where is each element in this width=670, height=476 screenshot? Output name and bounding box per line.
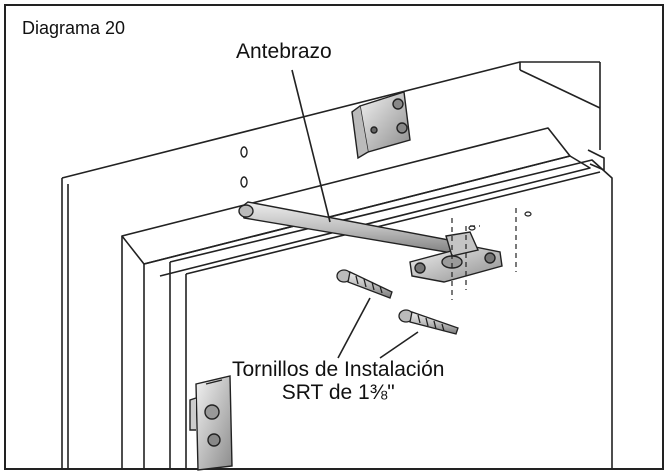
forearm-shoe [409, 231, 503, 283]
screw-upper [336, 269, 393, 299]
leader-screw-upper [337, 297, 371, 359]
hole-lower [240, 176, 248, 188]
forearm-label: Antebrazo [236, 40, 332, 63]
screws-label-line1: Tornillos de Instalación [232, 358, 445, 381]
door-face-top [185, 171, 601, 275]
header-top-face [61, 61, 600, 179]
frame-stop-face [143, 155, 591, 277]
parallel-arm-bracket [351, 91, 411, 160]
screws-label-line2: SRT de 1⅜" [281, 381, 395, 404]
diagram-title: Diagrama 20 [22, 18, 126, 38]
frame-stop-left [121, 236, 145, 470]
door-top-inner [169, 262, 187, 470]
header-inner-edge [519, 69, 601, 109]
door-closer-body [189, 375, 233, 471]
screws-label: Tornillos de Instalación SRT de 1⅜" [232, 358, 444, 404]
leader-forearm [291, 69, 331, 223]
hole-upper [240, 146, 248, 158]
header-right-side [587, 149, 605, 171]
header-right-edge [519, 62, 601, 150]
leader-screw-lower [379, 331, 419, 359]
screw-lower [398, 309, 459, 335]
